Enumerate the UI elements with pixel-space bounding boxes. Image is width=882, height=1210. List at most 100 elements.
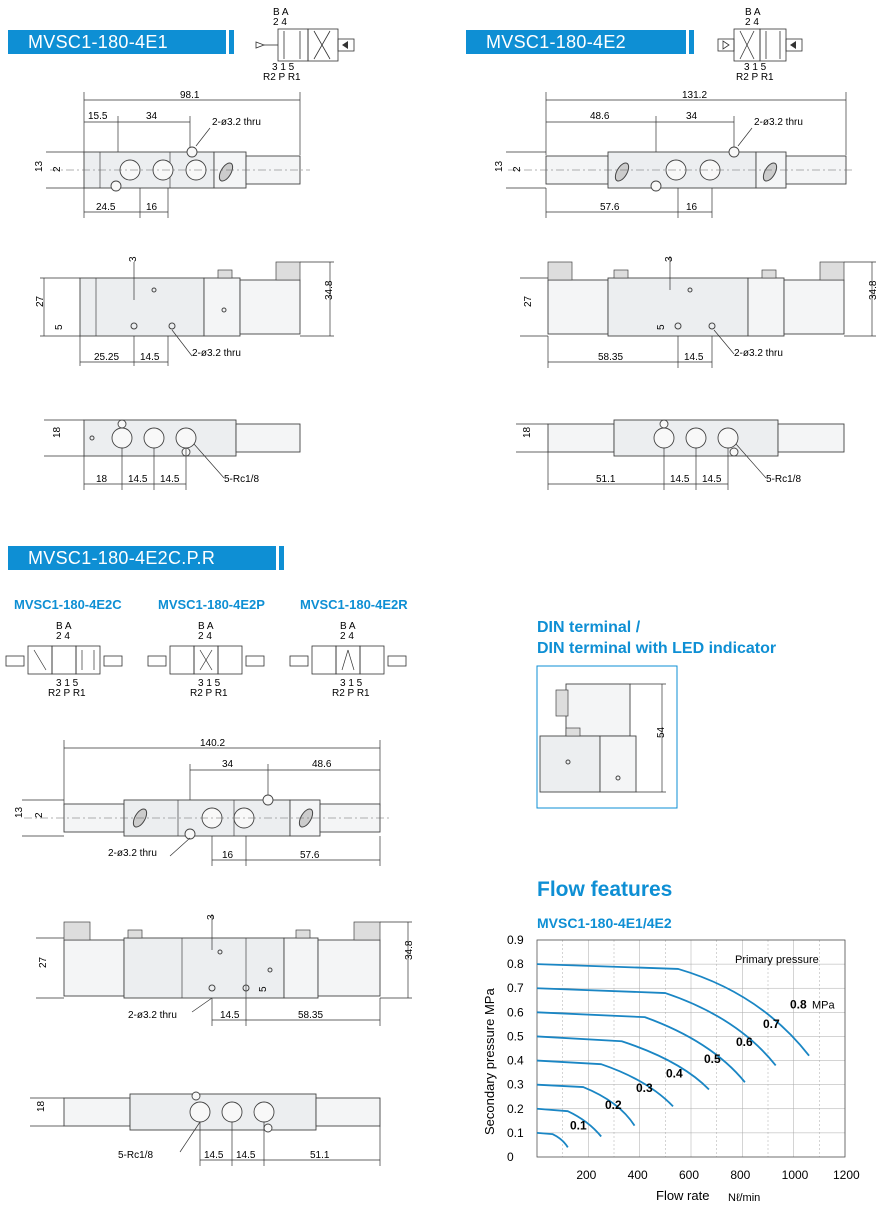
valve-symbol-r: B A 2 4 3 1 5 R2 P R1 [289,621,407,699]
series-curve-0.5 [536,1035,710,1091]
svg-text:34: 34 [222,759,234,770]
series-curve-0.6 [536,1011,746,1083]
svg-text:34.8: 34.8 [324,280,335,300]
svg-text:58.35: 58.35 [298,1010,323,1021]
svg-text:131.2: 131.2 [682,90,707,101]
e1-front-view: 3 27 5 34.8 25.25 14.5 2-ø3.2 thru [35,256,335,366]
e2-front-view: 3 27 5 34.8 58.35 14.5 2-ø3.2 thru [520,256,879,368]
svg-text:25.25: 25.25 [94,352,119,363]
svg-text:24.5: 24.5 [96,202,116,213]
svg-text:15.5: 15.5 [88,111,108,122]
svg-text:3 1 5: 3 1 5 [198,678,221,689]
e2c-bottom-view: 18 5-Rc1/8 14.5 14.5 51.1 [30,1091,381,1166]
svg-text:34: 34 [146,111,158,122]
svg-text:14.5: 14.5 [236,1150,256,1161]
svg-text:14.5: 14.5 [204,1150,224,1161]
svg-text:2 4: 2 4 [273,17,287,28]
x-tick-label: 400 [628,1168,648,1182]
y-tick-label: 0 [507,1150,514,1164]
valve-symbol-e1: B A 2 4 3 1 5 R2 P R1 [255,7,355,83]
svg-text:3: 3 [664,256,675,262]
x-tick-label: 200 [576,1168,596,1182]
series-label-0.3: 0.3 [636,1081,653,1095]
svg-text:57.6: 57.6 [300,850,320,861]
x-tick-label: 1200 [833,1168,860,1182]
svg-text:5: 5 [656,324,667,330]
svg-text:B A: B A [198,621,214,632]
svg-text:R2 P R1: R2 P R1 [736,72,774,83]
svg-text:13: 13 [494,160,505,172]
svg-text:18: 18 [522,426,533,438]
svg-text:57.6: 57.6 [600,202,620,213]
svg-text:2: 2 [34,812,45,818]
svg-text:2-ø3.2 thru: 2-ø3.2 thru [192,348,241,359]
svg-text:2 4: 2 4 [56,631,70,642]
chart-frame [536,939,846,1158]
y-tick-label: 0.8 [507,957,524,971]
series-label-0.5: 0.5 [704,1052,721,1066]
svg-text:2 4: 2 4 [340,631,354,642]
svg-text:14.5: 14.5 [160,474,180,485]
section-banner-e2: MVSC1-180-4E2 [466,30,694,54]
y-tick-label: 0.1 [507,1126,524,1140]
svg-text:5-Rc1/8: 5-Rc1/8 [118,1150,153,1161]
din-heading-2: DIN terminal with LED indicator [537,640,777,657]
valve-symbol-p: B A 2 4 3 1 5 R2 P R1 [147,621,265,699]
svg-text:B A: B A [56,621,72,632]
x-tick-label: 800 [730,1168,750,1182]
svg-text:27: 27 [38,956,49,968]
svg-text:16: 16 [686,202,698,213]
svg-text:48.6: 48.6 [312,759,332,770]
flow-chart: Secondary pressure MPa Flow rate Nℓ/min … [482,933,860,1204]
chart-xunit: Nℓ/min [728,1192,760,1204]
svg-text:14.5: 14.5 [670,474,690,485]
series-curve-0.2 [536,1107,602,1138]
x-tick-label: 1000 [782,1168,809,1182]
svg-text:51.1: 51.1 [596,474,616,485]
svg-text:3 1 5: 3 1 5 [744,62,767,73]
y-tick-label: 0.5 [507,1029,524,1043]
din-heading-1: DIN terminal / [537,619,641,636]
y-tick-label: 0.2 [507,1102,524,1116]
series-label-0.1: 0.1 [570,1118,587,1132]
svg-text:14.5: 14.5 [128,474,148,485]
series-curve-0.4 [536,1059,674,1107]
series-curve-0.1 [536,1131,569,1148]
svg-text:2: 2 [512,166,523,172]
svg-text:140.2: 140.2 [200,738,225,749]
svg-text:58.35: 58.35 [598,352,623,363]
svg-text:5-Rc1/8: 5-Rc1/8 [224,474,259,485]
valve-symbol-e2: B A 2 4 3 1 5 R2 P R1 [717,7,803,83]
flow-heading: Flow features [537,878,673,901]
e2-top-view: 131.2 48.6 34 2-ø3.2 thru 13 2 57.6 16 [494,90,854,218]
variant-label-r: MVSC1-180-4E2R [300,597,408,612]
y-tick-label: 0.6 [507,1005,524,1019]
svg-text:2 4: 2 4 [745,17,759,28]
svg-text:51.1: 51.1 [310,1150,330,1161]
svg-text:3 1 5: 3 1 5 [272,62,295,73]
svg-text:3: 3 [206,914,217,920]
section-banner-e1: MVSC1-180-4E1 [8,30,234,54]
svg-text:16: 16 [146,202,158,213]
svg-text:3: 3 [128,256,139,262]
svg-text:2-ø3.2 thru: 2-ø3.2 thru [108,848,157,859]
section-banner-e2cpr: MVSC1-180-4E2C.P.R [8,546,284,570]
svg-text:98.1: 98.1 [180,90,200,101]
svg-text:3 1 5: 3 1 5 [340,678,363,689]
series-label-0.6: 0.6 [736,1035,753,1049]
svg-text:2-ø3.2 thru: 2-ø3.2 thru [754,117,803,128]
svg-text:14.5: 14.5 [140,352,160,363]
svg-text:14.5: 14.5 [702,474,722,485]
e1-top-view: 98.1 15.5 34 2-ø3.2 thru 13 2 24.5 16 [34,90,310,218]
svg-text:2-ø3.2 thru: 2-ø3.2 thru [734,348,783,359]
series-label-0.8: 0.8 [790,998,807,1012]
svg-text:18: 18 [36,1100,47,1112]
svg-text:18: 18 [52,426,63,438]
primary-pressure-label: Primary pressure [735,954,819,966]
e1-bottom-view: 18 18 14.5 14.5 5-Rc1/8 [44,419,301,490]
series-label-0.7: 0.7 [763,1017,780,1031]
svg-text:R2 P R1: R2 P R1 [263,72,301,83]
svg-text:3 1 5: 3 1 5 [56,678,79,689]
din-terminal-figure: 54 [536,665,678,809]
svg-text:R2 P R1: R2 P R1 [190,688,228,699]
